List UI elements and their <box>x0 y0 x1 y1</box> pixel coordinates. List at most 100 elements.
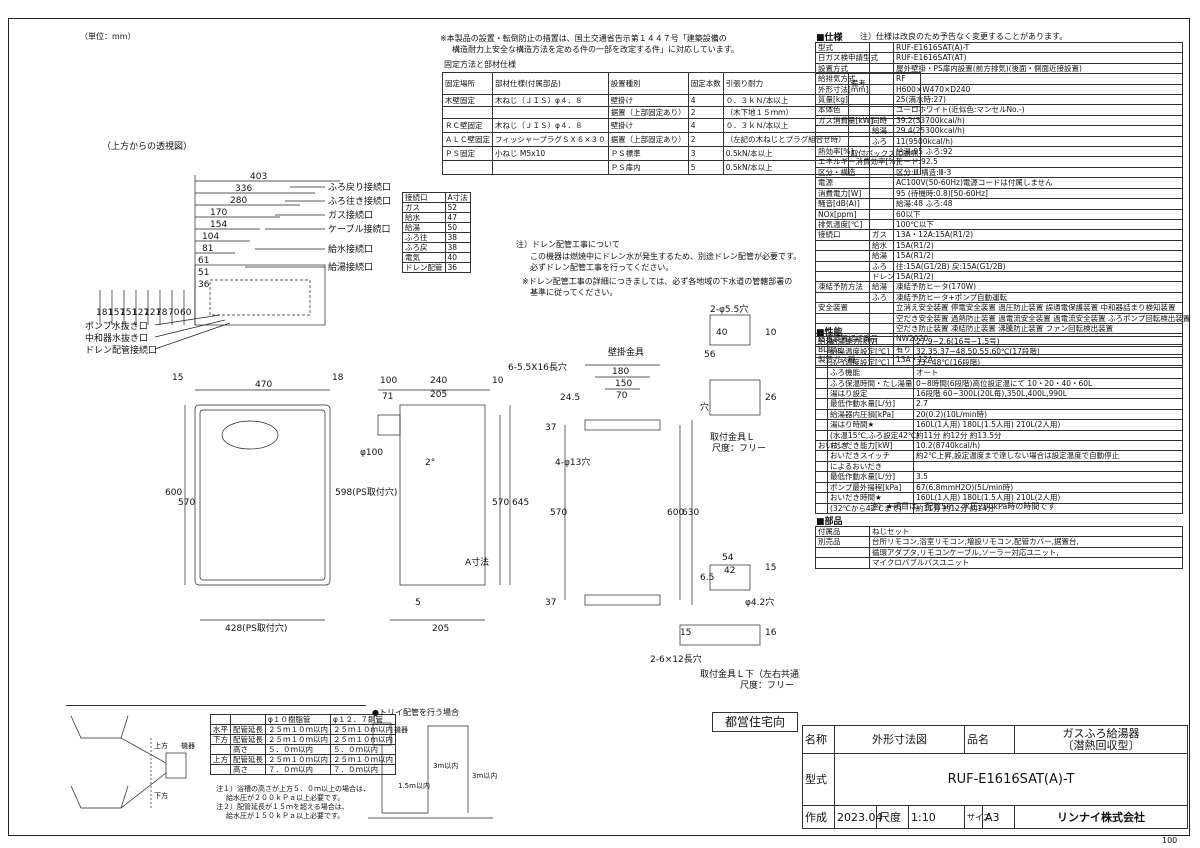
bathtub-upper <box>70 715 129 739</box>
dim-81: 81 <box>202 244 213 254</box>
spec-cell: 27.9~2.6(16号~1.5号) <box>913 335 1183 348</box>
fix-cell: ＰＳ標準 <box>607 146 689 161</box>
spec-cell: RF <box>893 73 1183 85</box>
unit-note: （単位：mm） <box>80 32 136 41</box>
spec-cell <box>913 460 1183 473</box>
spec-cell <box>815 502 828 514</box>
conn-label-3: ケーブル接続口 <box>328 223 390 235</box>
side-dim-205: 205 <box>430 390 447 400</box>
spec-cell: ポンプ最外揚程[kPa] <box>827 481 914 494</box>
conn-cell: 52 <box>444 202 471 213</box>
top-note-1: ※本製品の設置・転倒防止の措置は、国土交通省告示第１４４７号「建築設備の <box>440 34 727 43</box>
spec-cell <box>869 166 894 179</box>
spec-cell: 給湯:48 ふろ:48 <box>893 198 1183 210</box>
stamp: 都営住宅向 <box>712 712 798 732</box>
company-name: リンナイ株式会社 <box>1014 805 1188 829</box>
vdim-78: 78 <box>156 308 168 318</box>
spec-cell: 給湯能力[kW] <box>827 335 914 348</box>
spec-cell <box>869 198 894 210</box>
spec-cell: 32,35,37~48,50,55,60℃(17段階) <box>913 346 1183 358</box>
spec-cell <box>815 250 870 262</box>
fitting-l-side <box>709 379 761 416</box>
spec-cell: 29.4(25300kcal/h) <box>893 125 1183 137</box>
bracket-title: 壁掛金具 <box>608 346 644 358</box>
front-h3: 598(PS取付穴) <box>335 486 397 498</box>
perf-table: 給湯給湯能力[kW]27.9~2.6(16号~1.5号)給湯温度設定[℃]32,… <box>815 335 1183 514</box>
spec-row: ポンプ最外揚程[kPa]67(6.8mmH2O)(5L/min時) <box>815 481 1183 494</box>
spec-cell <box>869 208 894 220</box>
conn-cell: 給湯 <box>402 222 446 233</box>
spec-cell <box>869 177 894 189</box>
spec-cell: AC100V(50-60Hz)電源コードは付属しません <box>893 177 1183 189</box>
spec-cell: 外形寸法[mm] <box>815 83 870 96</box>
fitting1-d3: 10 <box>765 328 777 338</box>
parts-table: 付属品ねじセット別売品台所リモコン,浴室リモコン,増設リモコン,配管カバー,据置… <box>815 525 1183 569</box>
dim-280: 280 <box>230 196 247 206</box>
pipe-section <box>66 705 366 831</box>
spec-cell <box>815 388 828 400</box>
spec-cell: 給湯:95 ふろ:92 <box>893 146 1183 158</box>
spec-cell <box>815 471 828 483</box>
spec-cell: 10.2(8740kcal/h) <box>913 440 1183 452</box>
spec-cell: 13A・12A:15A(R1/2) <box>893 229 1183 241</box>
spec-cell: 空だき安全装置 過熱防止装置 過電流安全装置 過電流安全装置 ふろポンプ回転検出… <box>893 312 1190 324</box>
spec-cell <box>869 187 894 200</box>
product-label: 品名 <box>964 725 1015 754</box>
spec-row: 安全装置立消え安全装置 停電安全装置 過圧防止装置 誤通電保護装置 中和器詰まり… <box>815 302 1183 314</box>
trap-device-label: 機器 <box>394 725 408 734</box>
fix-cell: 小ねじ M5x10 <box>492 146 609 161</box>
title-block: 名称 外形寸法図 品名 ガスふろ給湯器〔潜熱回収型〕 型式 RUF-E1616S… <box>802 725 1188 829</box>
fix-cell: 4 <box>687 94 724 107</box>
side-dim-205b: 205 <box>432 624 449 634</box>
fix-cell: 4 <box>687 118 724 133</box>
spec-cell: ふろ温度設定[℃] <box>827 356 914 369</box>
spec-cell: 100℃以下 <box>893 218 1183 231</box>
spec-cell: NOx[ppm] <box>815 208 870 220</box>
device-box <box>165 752 187 779</box>
conn-cell: 40 <box>444 252 471 263</box>
spec-cell: 給湯器内圧損[kPa] <box>827 408 914 421</box>
spec-row: ふろ往:15A(G1/2B) 戻:15A(G1/2B) <box>815 260 1183 272</box>
spec-row: (32℃から42℃まで)約11分 約12分 約14分 <box>815 502 1183 514</box>
spec-cell: おいだき能力[kW] <box>827 440 914 452</box>
spec-cell <box>815 429 828 442</box>
conn-label-5: 給湯接続口 <box>328 261 373 273</box>
pipe-down: 下方 <box>154 791 168 800</box>
fix-cell: 2 <box>687 106 724 119</box>
spec-cell <box>815 546 870 559</box>
spec-cell: 約11分 約12分 約13.5分 <box>913 429 1183 442</box>
pipe-device: 機器 <box>181 741 195 750</box>
size-value: A3 <box>982 805 1015 829</box>
spec-row: ふろ機能オート <box>815 367 1183 379</box>
fix-cell: 据置（上部固定あり） <box>607 106 689 119</box>
model-value: RUF-E1616SAT(A)-T <box>834 753 1188 806</box>
spec-cell: RUF-E1616SAT(A)-T <box>893 41 1183 54</box>
spec-cell: 給湯 <box>815 335 833 348</box>
fitting2-d5: 15 <box>680 628 691 638</box>
conn-label-4: 給水接続口 <box>328 243 373 255</box>
spec-cell: 熱効率[%] <box>815 146 870 158</box>
spec-cell: 往:15A(G1/2B) 戻:15A(G1/2B) <box>893 260 1183 272</box>
spec-cell <box>815 135 870 148</box>
vdim-70: 70 <box>168 308 180 318</box>
spec-cell <box>815 260 870 272</box>
side-dim-10: 10 <box>492 376 504 386</box>
fitting2-d4: φ4.2穴 <box>745 596 774 608</box>
spec-row: NOx[ppm]60以下 <box>815 208 1183 220</box>
spec-cell: 給湯 <box>869 281 894 293</box>
spec-row: 循環アダプタ,リモコンケーブル,ソーラー対応ユニット, <box>815 546 1183 559</box>
bracket-h630: 630 <box>682 508 699 518</box>
front-width: 470 <box>255 380 272 390</box>
spec-cell: 最低作動水量[L/分] <box>827 471 914 483</box>
fix-cell: 壁掛け <box>607 118 689 133</box>
dim-104: 104 <box>202 232 219 242</box>
spec-cell: 循環アダプタ,リモコンケーブル,ソーラー対応ユニット, <box>869 546 1183 559</box>
spec-cell <box>815 291 870 304</box>
spec-row: 湯はり時間★160L(1人用) 180L(1.5人用) 210L(2人用) <box>815 419 1183 431</box>
spec-cell <box>815 346 828 358</box>
conn-cell: 給水 <box>402 212 446 223</box>
conn-cell: 38 <box>444 232 471 243</box>
